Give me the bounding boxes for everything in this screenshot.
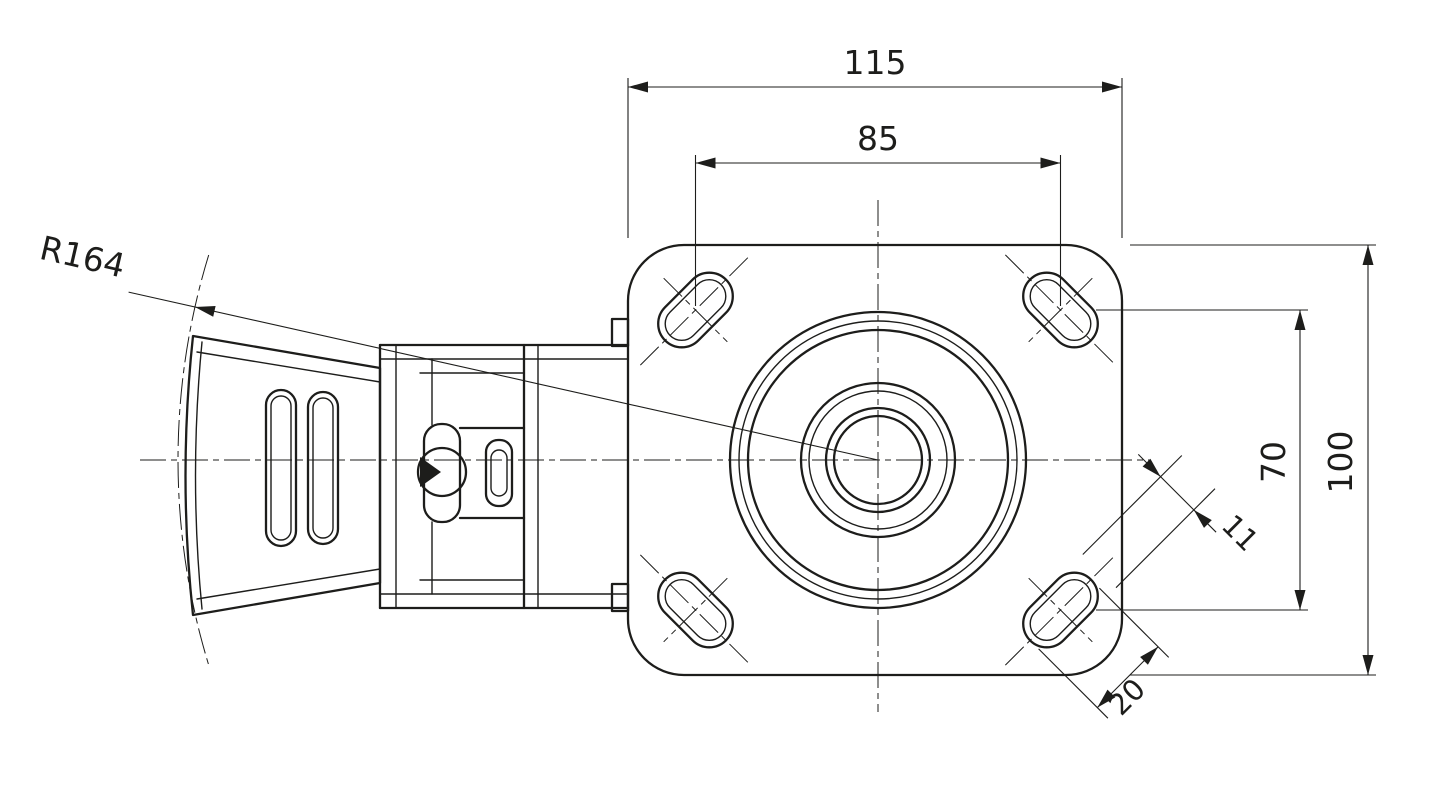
arrowhead bbox=[1362, 655, 1374, 675]
dim-slot-width: 11 bbox=[1082, 454, 1265, 589]
dim-slot-width-label: 11 bbox=[1215, 508, 1265, 558]
latch-pawl-wedge bbox=[420, 457, 441, 487]
arrowhead bbox=[1140, 646, 1159, 665]
center-bore-outer bbox=[824, 406, 932, 514]
pedal-top-inner-edge bbox=[196, 351, 381, 383]
dim-bolt-spacing-height-label: 70 bbox=[1254, 441, 1293, 483]
extension-line bbox=[1082, 455, 1183, 555]
hub-circle bbox=[799, 381, 957, 539]
bearing-circle bbox=[746, 328, 1010, 592]
dim-slot-length-label: 20 bbox=[1102, 672, 1152, 722]
plate-outline bbox=[626, 243, 1124, 677]
pedal-tread-slot-1 bbox=[264, 388, 298, 548]
slot-cross-centerline bbox=[1028, 577, 1093, 643]
slot-cross-centerline bbox=[663, 277, 728, 343]
dim-plate-width-label: 115 bbox=[844, 43, 907, 82]
dim-bolt-spacing-width-label: 85 bbox=[857, 119, 899, 158]
arrowhead bbox=[1102, 81, 1122, 93]
bearing-circle-outer bbox=[728, 310, 1028, 610]
pedal-bottom-inner-edge bbox=[196, 568, 381, 600]
bearing-circle bbox=[738, 320, 1018, 600]
arrowhead bbox=[1097, 689, 1116, 708]
pedal-tread-slot-2 bbox=[306, 390, 340, 546]
brake-pedal bbox=[184, 334, 382, 617]
radius-leader-line bbox=[128, 291, 879, 461]
arrowhead bbox=[1294, 310, 1306, 330]
bolt-slot-bottom-left bbox=[639, 554, 752, 666]
dim-bolt-spacing-width: 85 bbox=[694, 119, 1062, 306]
arrowhead bbox=[1362, 245, 1374, 265]
swivel-bearing-circles bbox=[728, 310, 1028, 610]
arrowhead bbox=[1142, 458, 1161, 477]
bolt-slot-bottom-right bbox=[1004, 554, 1117, 666]
dim-plate-height: 100 bbox=[1130, 244, 1376, 676]
arrowhead bbox=[628, 81, 648, 93]
bolt-slot-top-right bbox=[1004, 254, 1117, 366]
pedal-swing-arc bbox=[177, 254, 210, 666]
dim-plate-width: 115 bbox=[627, 43, 1123, 238]
bolt-slot-top-left bbox=[639, 254, 752, 366]
brake-housing bbox=[378, 343, 630, 610]
plate-tab-bottom bbox=[610, 582, 630, 613]
slot-cross-centerline bbox=[663, 577, 728, 643]
arrowhead bbox=[1294, 590, 1306, 610]
dim-bolt-spacing-height: 70 bbox=[1096, 309, 1308, 611]
slot-cross-centerline bbox=[1028, 277, 1093, 343]
pedal-left-inner-edge bbox=[194, 341, 203, 610]
dim-swing-radius-label: R164 bbox=[36, 228, 128, 285]
pedal-outline bbox=[184, 334, 382, 617]
extension-line bbox=[1038, 648, 1109, 719]
arrowhead bbox=[194, 306, 216, 317]
extension-line bbox=[1099, 587, 1170, 658]
pedal-tread-slot-1-inner bbox=[270, 395, 292, 541]
pawl-slot-inner bbox=[490, 449, 508, 497]
dim-plate-height-label: 100 bbox=[1321, 431, 1360, 494]
hub-circle-inner bbox=[808, 390, 948, 530]
extension-line bbox=[1115, 488, 1216, 589]
center-bore bbox=[832, 414, 924, 506]
arrowhead bbox=[1193, 509, 1212, 528]
pedal-tread-slot-2-inner bbox=[312, 397, 334, 539]
pawl-slot bbox=[484, 438, 514, 508]
plate-tab-top bbox=[610, 317, 630, 348]
arrowhead bbox=[1040, 157, 1061, 169]
arrowhead bbox=[695, 157, 716, 169]
latch-cam-circle bbox=[416, 446, 468, 498]
